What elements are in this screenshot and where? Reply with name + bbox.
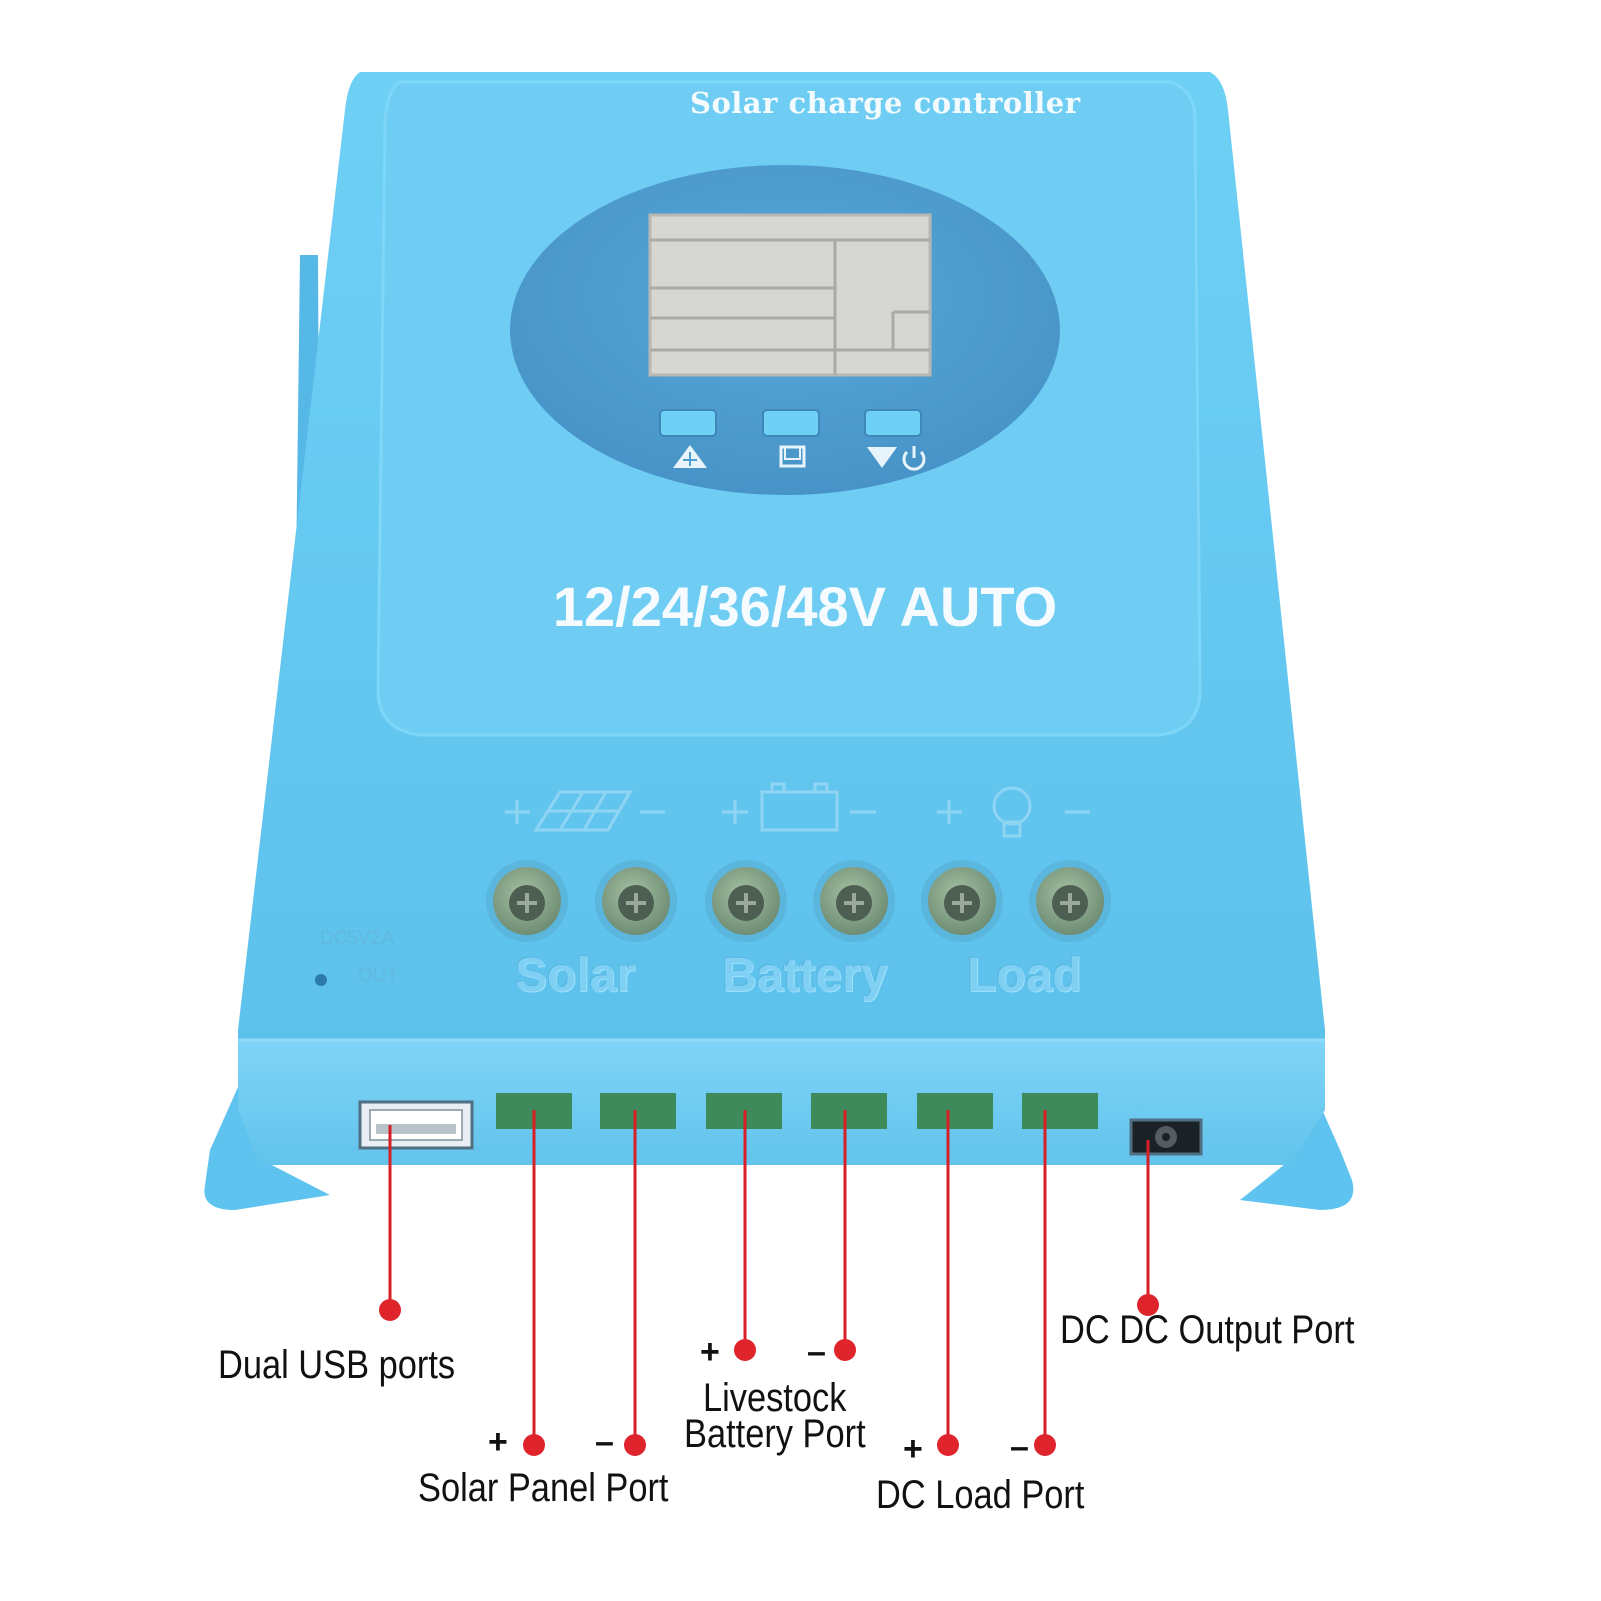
product-title: Solar charge controller bbox=[690, 86, 1081, 120]
battery-icon bbox=[722, 782, 876, 832]
callout-battery-line1: Livestock bbox=[703, 1376, 847, 1420]
lcd-screen bbox=[648, 213, 932, 377]
screw-terminals bbox=[486, 860, 1111, 942]
lcd-segments bbox=[650, 238, 930, 375]
terminal-solar-minus[interactable] bbox=[595, 860, 677, 942]
callout-output: DC DC Output Port bbox=[1060, 1308, 1355, 1352]
terminal-battery-minus[interactable] bbox=[813, 860, 895, 942]
down-power-button[interactable] bbox=[864, 409, 926, 471]
callout-dots bbox=[379, 1294, 1159, 1456]
sign-battery-minus: – bbox=[807, 1333, 826, 1371]
solar-panel-icon bbox=[505, 790, 665, 832]
usb-out-mark: OUT bbox=[358, 965, 399, 986]
menu-button[interactable] bbox=[762, 409, 820, 468]
sign-load-minus: – bbox=[1010, 1428, 1029, 1466]
terminal-load-plus[interactable] bbox=[921, 860, 1003, 942]
terminal-solar-plus[interactable] bbox=[486, 860, 568, 942]
callout-solar: Solar Panel Port bbox=[418, 1466, 669, 1510]
wire-slot-battery-minus[interactable] bbox=[811, 1093, 887, 1129]
usb-rating-mark: DC5V2A bbox=[320, 928, 394, 949]
callout-usb: Dual USB ports bbox=[218, 1343, 456, 1387]
down-arrow-icon bbox=[867, 447, 897, 468]
callout-lines bbox=[388, 1110, 1150, 1445]
dc-output-port[interactable] bbox=[1129, 1118, 1203, 1156]
wire-slots bbox=[496, 1093, 1098, 1129]
wire-slot-load-minus[interactable] bbox=[1022, 1093, 1098, 1129]
bulb-icon bbox=[937, 786, 1090, 838]
status-led bbox=[315, 974, 327, 986]
wire-slot-solar-minus[interactable] bbox=[600, 1093, 676, 1129]
terminal-load-minus[interactable] bbox=[1029, 860, 1111, 942]
callout-battery-line2: Battery Port bbox=[684, 1412, 866, 1456]
terminal-label-battery: Battery bbox=[722, 949, 888, 1002]
voltage-rating: 12/24/36/48V AUTO bbox=[552, 575, 1058, 638]
up-button[interactable] bbox=[659, 409, 717, 468]
sign-battery-plus: + bbox=[700, 1333, 720, 1371]
sign-load-plus: + bbox=[903, 1430, 923, 1468]
usb-port[interactable] bbox=[358, 1100, 474, 1150]
power-icon bbox=[902, 446, 926, 471]
sign-solar-minus: – bbox=[595, 1423, 614, 1461]
callout-load: DC Load Port bbox=[876, 1473, 1085, 1517]
wire-slot-load-plus[interactable] bbox=[917, 1093, 993, 1129]
terminal-label-load: Load bbox=[967, 949, 1082, 1002]
terminal-battery-plus[interactable] bbox=[705, 860, 787, 942]
terminal-label-solar: Solar bbox=[515, 949, 636, 1002]
sign-solar-plus: + bbox=[488, 1423, 508, 1461]
